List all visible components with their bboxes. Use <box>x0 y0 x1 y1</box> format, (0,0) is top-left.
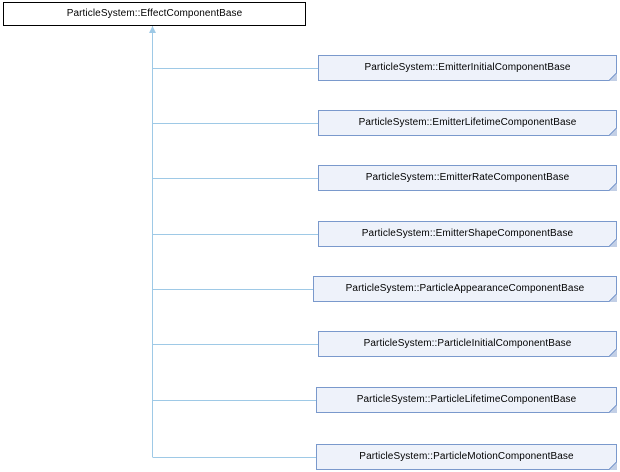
class-node-label: ParticleSystem::EmitterRateComponentBase <box>365 172 570 183</box>
class-node-derived[interactable]: ParticleSystem::ParticleMotionComponentB… <box>316 444 617 470</box>
class-node-derived[interactable]: ParticleSystem::EmitterLifetimeComponent… <box>318 110 617 136</box>
class-node-derived[interactable]: ParticleSystem::EmitterShapeComponentBas… <box>318 221 617 247</box>
class-node-label: ParticleSystem::EmitterLifetimeComponent… <box>358 117 577 128</box>
class-node-derived[interactable]: ParticleSystem::ParticleAppearanceCompon… <box>313 276 617 302</box>
class-node-derived[interactable]: ParticleSystem::ParticleInitialComponent… <box>318 331 617 357</box>
class-node-derived[interactable]: ParticleSystem::EmitterRateComponentBase <box>318 165 617 191</box>
class-node-derived[interactable]: ParticleSystem::EmitterInitialComponentB… <box>318 55 617 81</box>
class-node-label: ParticleSystem::EffectComponentBase <box>66 8 243 19</box>
class-node-label: ParticleSystem::ParticleMotionComponentB… <box>359 451 574 462</box>
class-node-label: ParticleSystem::ParticleInitialComponent… <box>363 338 572 349</box>
class-node-label: ParticleSystem::EmitterInitialComponentB… <box>364 62 571 73</box>
class-node-label: ParticleSystem::EmitterShapeComponentBas… <box>361 228 574 239</box>
class-node-root[interactable]: ParticleSystem::EffectComponentBase <box>3 2 306 26</box>
inheritance-arrowhead-icon <box>149 26 156 33</box>
class-node-label: ParticleSystem::ParticleLifetimeComponen… <box>356 394 577 405</box>
class-node-label: ParticleSystem::ParticleAppearanceCompon… <box>345 283 585 294</box>
class-node-derived[interactable]: ParticleSystem::ParticleLifetimeComponen… <box>316 387 617 413</box>
